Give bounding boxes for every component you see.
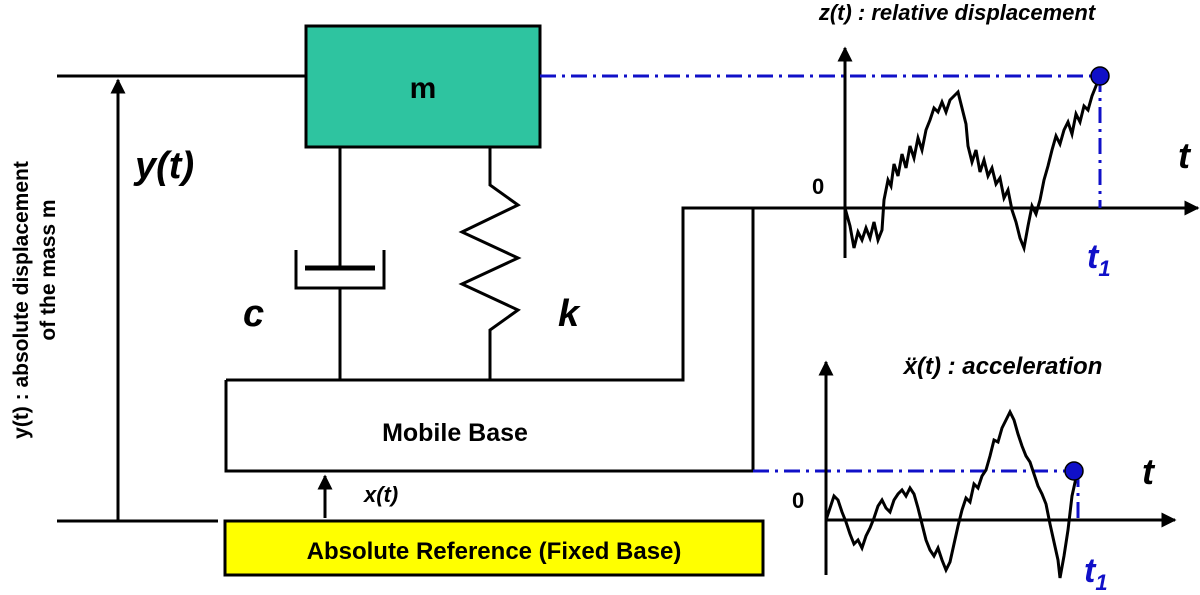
bottom-x-axis-label: t [1142, 451, 1156, 492]
acceleration-plot: ẍ(t) : acceleration t 0 t1 [792, 353, 1177, 595]
bottom-t1-point [1064, 461, 1084, 481]
spring-label: k [558, 293, 581, 335]
top-x-axis-label: t [1178, 135, 1192, 176]
bottom-origin-label: 0 [792, 488, 804, 513]
damper [294, 147, 386, 380]
mobile-base-label: Mobile Base [382, 419, 528, 447]
relative-displacement-plot: z(t) : relative displacement t 0 t1 [812, 0, 1200, 281]
fixed-base-label: Absolute Reference (Fixed Base) [307, 538, 682, 565]
caption-line2: of the mass m [37, 199, 60, 340]
relative-displacement-curve [843, 75, 1102, 254]
absolute-displacement-caption: y(t) : absolute displacement of the mass… [10, 161, 60, 439]
top-t1-label: t1 [1087, 238, 1111, 281]
x-symbol: x(t) [363, 482, 398, 507]
mass-block [304, 24, 542, 149]
fixed-base-box [223, 519, 765, 577]
spring [458, 147, 522, 380]
mobile-base-outline [224, 208, 755, 473]
damper-label: c [243, 293, 264, 335]
top-t1-point [1090, 66, 1110, 86]
mass-label: m [410, 72, 437, 105]
caption-line1: y(t) : absolute displacement [10, 161, 33, 439]
bottom-t1-label: t1 [1084, 552, 1108, 595]
bottom-plot-title: ẍ(t) : acceleration [902, 353, 1103, 380]
y-symbol: y(t) [133, 145, 194, 187]
top-plot-title: z(t) : relative displacement [818, 0, 1097, 25]
top-origin-label: 0 [812, 174, 824, 199]
acceleration-curve [824, 408, 1078, 579]
